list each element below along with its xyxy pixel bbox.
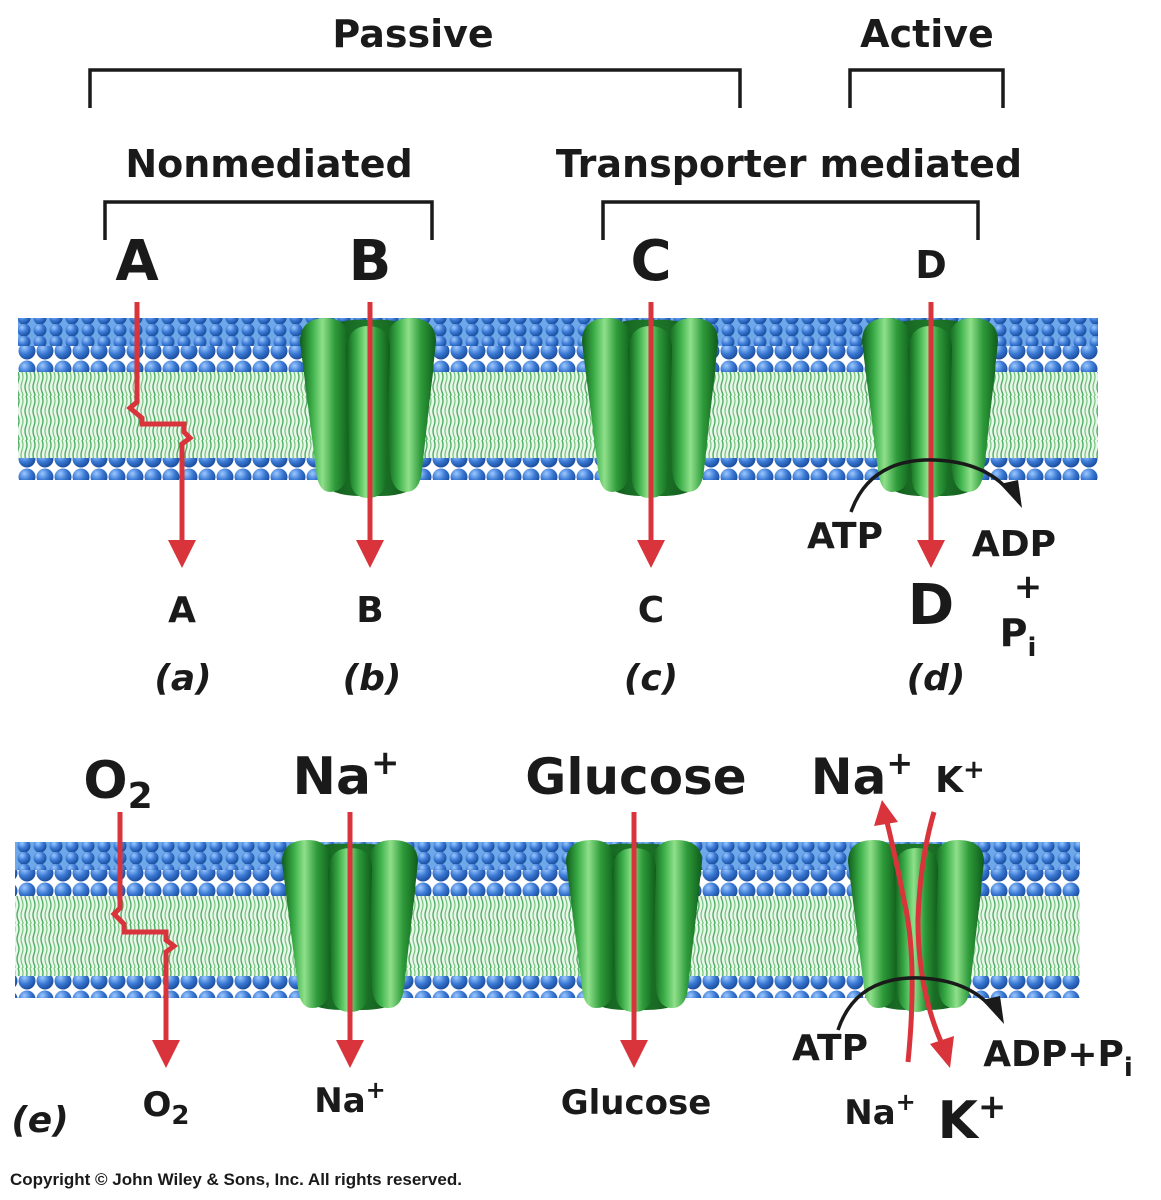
label-bottom-c: C (638, 590, 664, 631)
label-glucose-top: Glucose (525, 748, 746, 806)
caption-e: (e) (11, 1100, 68, 1141)
label-na-bottom: Na+ (314, 1076, 386, 1121)
atp-hydrolysis-arrow-bottom (836, 976, 1004, 1031)
bracket-active (848, 68, 1005, 108)
label-na-pump-bottom: Na+ (844, 1088, 916, 1133)
label-atp-top: ATP (807, 516, 883, 557)
label-bottom-a: A (168, 590, 196, 631)
arrow-k-pump-in (915, 811, 954, 1068)
label-o2-bottom: O2 (143, 1085, 190, 1131)
label-na-pump-top: Na+ (811, 744, 913, 806)
label-top-d: D (915, 243, 947, 287)
copyright-notice: Copyright © John Wiley & Sons, Inc. All … (10, 1170, 462, 1189)
label-atp-bottom: ATP (792, 1028, 868, 1069)
label-adp-top: ADP (972, 524, 1056, 565)
label-k-pump-bottom: K+ (938, 1087, 1007, 1151)
caption-c: (c) (624, 658, 678, 699)
label-glucose-bottom: Glucose (561, 1083, 712, 1123)
atp-hydrolysis-arrow-top (849, 458, 1022, 513)
arrow-c (637, 302, 665, 568)
pump-protein-na-k (848, 840, 984, 1012)
label-o2-top: O2 (83, 751, 152, 817)
arrow-o2 (110, 812, 180, 1068)
label-nonmediated: Nonmediated (125, 142, 412, 186)
label-k-pump-top: K+ (935, 755, 985, 801)
arrow-a (126, 302, 196, 568)
label-active: Active (860, 12, 994, 56)
arrow-glucose (620, 812, 648, 1068)
label-transporter-mediated: Transporter mediated (556, 142, 1022, 186)
bracket-nonmediated (103, 200, 434, 240)
label-adp-pi-bottom: ADP+Pi (983, 1034, 1133, 1083)
label-passive: Passive (332, 12, 493, 56)
label-bottom-d: D (908, 573, 954, 638)
caption-b: (b) (343, 658, 402, 699)
label-top-b: B (349, 229, 392, 294)
label-top-c: C (630, 229, 671, 294)
bracket-transporter-mediated (601, 200, 980, 240)
label-pi-top: Pi (1000, 611, 1037, 663)
arrow-na-channel (336, 812, 364, 1068)
label-na-top: Na+ (292, 743, 399, 807)
caption-d: (d) (907, 658, 966, 699)
arrow-d (917, 302, 945, 568)
arrow-na-pump-out (874, 800, 915, 1063)
bracket-passive (88, 68, 742, 108)
caption-a: (a) (154, 658, 211, 699)
label-top-a: A (115, 229, 159, 294)
label-bottom-b: B (356, 590, 383, 631)
arrow-b (356, 302, 384, 568)
label-plus-top: + (1014, 567, 1043, 607)
